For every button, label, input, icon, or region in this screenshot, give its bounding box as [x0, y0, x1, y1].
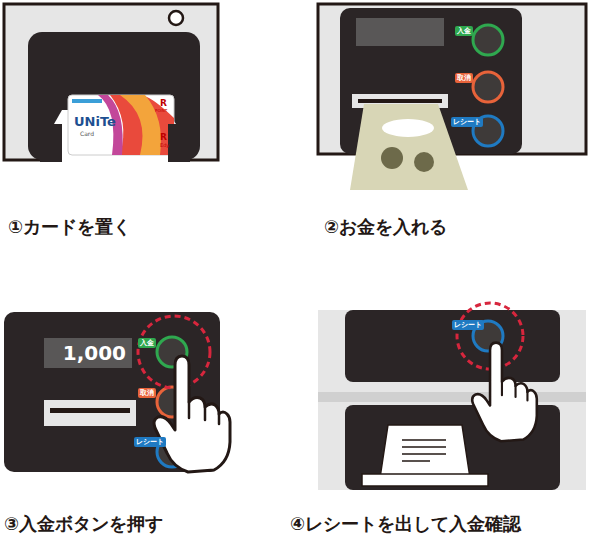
tag-text: レシート [136, 439, 164, 446]
card-mark: R [160, 133, 167, 143]
button-tag: レシート [452, 320, 484, 330]
step-caption: ②お金を入れる [324, 217, 447, 237]
display [356, 18, 444, 46]
tag-text: 入金 [140, 340, 154, 347]
card-text: POINT [155, 109, 167, 113]
card-logo: UNiTe [74, 115, 116, 129]
card-text: Edy [160, 143, 169, 149]
receipt [380, 425, 470, 478]
tag-text: 取消 [140, 390, 154, 397]
tag-text: 1,000 [63, 343, 126, 363]
button-tag: 入金 [455, 26, 473, 36]
step-caption: ①カードを置く [8, 217, 131, 237]
tag-text: レシート [454, 322, 482, 329]
card [68, 95, 174, 155]
button-tag: 取消 [138, 388, 156, 398]
machine-front [345, 310, 560, 382]
button-tag: レシート [134, 437, 166, 447]
card-mark: R [160, 99, 167, 109]
tag-text: 入金 [457, 28, 471, 35]
display-readout: 1,000 [44, 338, 132, 368]
step-caption: ③入金ボタンを押す [4, 514, 163, 534]
button-tag: 入金 [138, 338, 156, 348]
step-caption: ④レシートを出して入金確認 [290, 514, 521, 534]
display [44, 338, 132, 368]
tag-text: 取消 [457, 75, 471, 82]
button-tag: 取消 [455, 73, 473, 83]
banknote [350, 104, 468, 190]
button-tag: レシート [451, 117, 483, 127]
tag-text: レシート [453, 119, 481, 126]
card-text: Card [80, 131, 94, 138]
